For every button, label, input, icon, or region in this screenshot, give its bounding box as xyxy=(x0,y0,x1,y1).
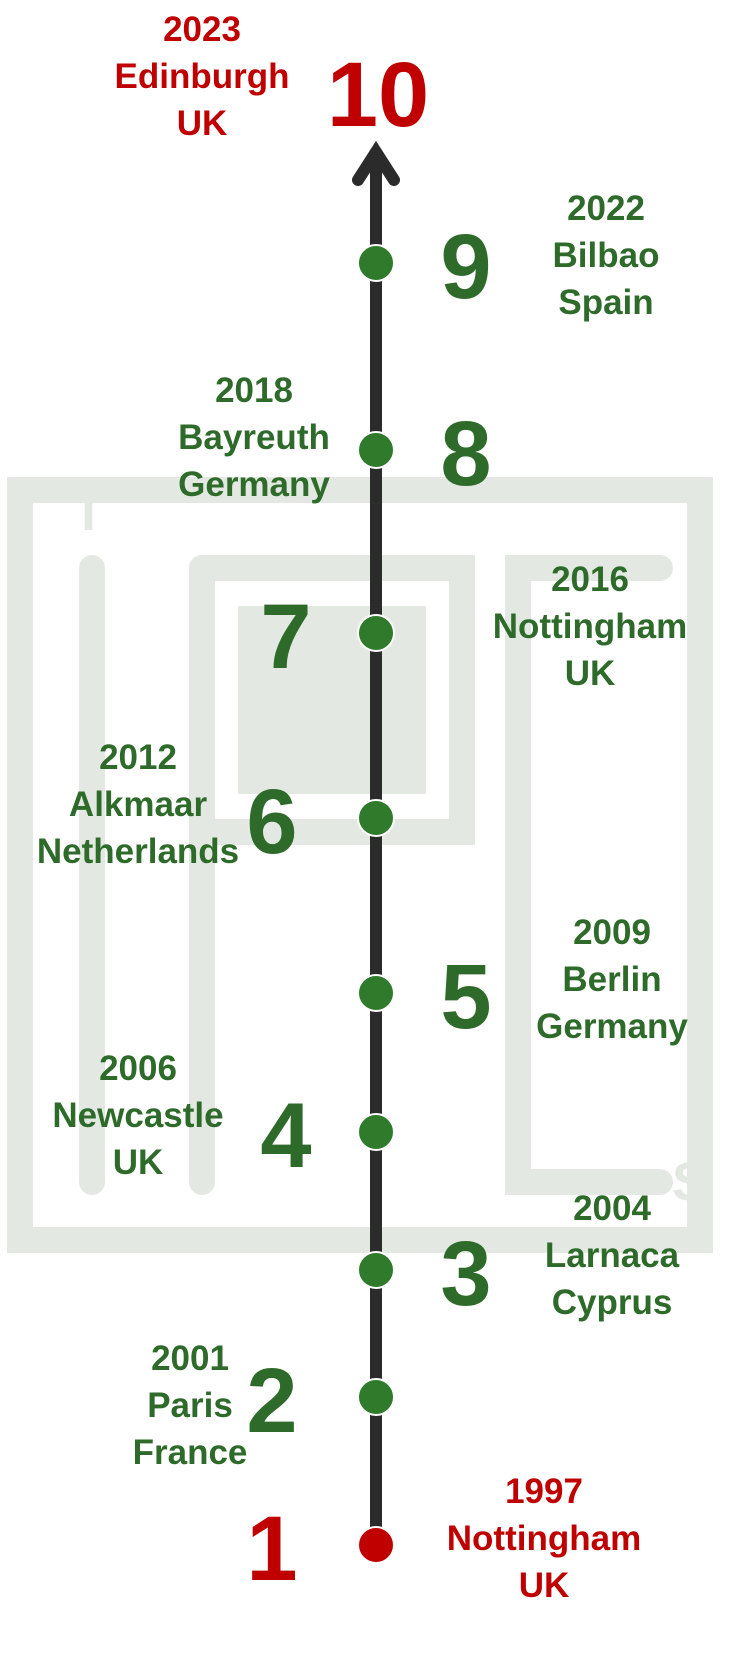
milestone-dot xyxy=(357,799,395,837)
milestone-year: 2016 xyxy=(551,560,629,599)
milestone-year: 2022 xyxy=(567,189,645,228)
milestone-country: Germany xyxy=(178,465,330,504)
milestone-number: 9 xyxy=(440,216,491,318)
milestone-number: 7 xyxy=(260,586,311,688)
milestone-number: 4 xyxy=(260,1085,311,1187)
milestone-country: Spain xyxy=(558,283,653,322)
milestone-dot xyxy=(357,974,395,1012)
timeline-axis xyxy=(352,140,400,1551)
milestone-city: Alkmaar xyxy=(69,785,208,824)
watermark-c-shape xyxy=(505,555,673,1195)
watermark-letter-t: T xyxy=(72,482,105,542)
milestone-city: Edinburgh xyxy=(115,57,290,96)
milestone-city: Bayreuth xyxy=(178,418,330,457)
watermark-outer-frame xyxy=(7,477,713,1253)
milestone-country: UK xyxy=(113,1143,164,1182)
watermark-letter-s: S xyxy=(672,1152,708,1212)
milestone-year: 2006 xyxy=(99,1049,177,1088)
milestone-dot xyxy=(357,1378,395,1416)
milestone-city: Paris xyxy=(147,1386,233,1425)
milestone-number: 10 xyxy=(327,44,429,146)
milestone-dot xyxy=(357,244,395,282)
milestone-number: 3 xyxy=(440,1223,491,1325)
watermark-p-block xyxy=(238,606,426,794)
milestone-city: Newcastle xyxy=(52,1096,223,1135)
milestone-city: Nottingham xyxy=(493,607,687,646)
milestone-dot xyxy=(357,614,395,652)
watermark-logo: T S xyxy=(7,477,713,1253)
milestone-country: UK xyxy=(565,654,616,693)
milestone-dot xyxy=(357,1526,395,1564)
milestone-dot xyxy=(357,1251,395,1289)
milestone-country: Netherlands xyxy=(37,832,239,871)
milestone-city: Nottingham xyxy=(447,1519,641,1558)
milestone-year: 1997 xyxy=(505,1472,583,1511)
milestone-country: UK xyxy=(177,104,228,143)
milestone-year: 2004 xyxy=(573,1189,651,1228)
milestone-city: Larnaca xyxy=(545,1236,680,1275)
watermark-p-bowl xyxy=(189,555,475,845)
milestone-number: 6 xyxy=(246,771,297,873)
timeline-arrow-head xyxy=(352,140,400,186)
milestone-list: 11997NottinghamUK22001ParisFrance32004La… xyxy=(37,10,689,1605)
milestone-city: Berlin xyxy=(562,960,661,999)
milestone-number: 2 xyxy=(246,1350,297,1452)
milestone-dot xyxy=(357,1113,395,1151)
milestone-country: UK xyxy=(519,1566,570,1605)
milestone-country: Cyprus xyxy=(552,1283,673,1322)
milestone-country: Germany xyxy=(536,1007,688,1046)
milestone-country: France xyxy=(133,1433,248,1472)
milestone-number: 8 xyxy=(440,403,491,505)
milestone-city: Bilbao xyxy=(553,236,660,275)
milestone-number: 1 xyxy=(246,1498,297,1600)
milestone-dot xyxy=(357,431,395,469)
milestone-year: 2001 xyxy=(151,1339,229,1378)
milestone-year: 2023 xyxy=(163,10,241,49)
milestone-year: 2018 xyxy=(215,371,293,410)
milestone-year: 2009 xyxy=(573,913,651,952)
milestone-number: 5 xyxy=(440,946,491,1048)
milestone-year: 2012 xyxy=(99,738,177,777)
